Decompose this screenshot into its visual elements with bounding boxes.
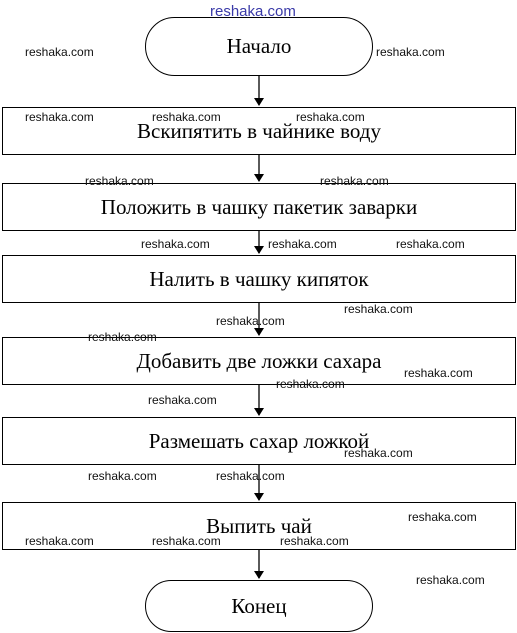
watermark: reshaka.com	[416, 573, 485, 587]
watermark: reshaka.com	[408, 510, 477, 524]
end-label: Конец	[231, 593, 287, 618]
step-label: Налить в чашку кипяток	[149, 266, 369, 291]
watermark: reshaka.com	[152, 110, 221, 124]
step-put-teabag: Положить в чашку пакетик заварки	[2, 183, 516, 231]
watermark-top: reshaka.com	[210, 3, 296, 20]
step-label: Размешать сахар ложкой	[148, 428, 370, 453]
watermark: reshaka.com	[344, 446, 413, 460]
step-stir-sugar: Размешать сахар ложкой	[2, 417, 516, 465]
step-drink-tea: Выпить чай	[2, 502, 516, 550]
watermark: reshaka.com	[396, 237, 465, 251]
step-add-sugar: Добавить две ложки сахара	[2, 337, 516, 385]
watermark: reshaka.com	[280, 534, 349, 548]
start-terminal: Начало	[145, 17, 373, 76]
step-boil-water: Вскипятить в чайнике воду	[2, 107, 516, 155]
watermark: reshaka.com	[216, 314, 285, 328]
end-terminal: Конец	[145, 580, 373, 632]
step-pour-water: Налить в чашку кипяток	[2, 255, 516, 303]
step-label: Вскипятить в чайнике воду	[137, 118, 381, 143]
watermark: reshaka.com	[25, 110, 94, 124]
watermark: reshaka.com	[148, 393, 217, 407]
step-label: Положить в чашку пакетик заварки	[100, 194, 418, 219]
watermark: reshaka.com	[296, 110, 365, 124]
watermark: reshaka.com	[152, 534, 221, 548]
watermark: reshaka.com	[376, 45, 445, 59]
watermark: reshaka.com	[25, 45, 94, 59]
watermark: reshaka.com	[88, 330, 157, 344]
watermark: reshaka.com	[344, 302, 413, 316]
watermark: reshaka.com	[404, 366, 473, 380]
watermark: reshaka.com	[216, 469, 285, 483]
watermark: reshaka.com	[85, 174, 154, 188]
step-label: Выпить чай	[206, 513, 312, 538]
watermark: reshaka.com	[276, 377, 345, 391]
watermark: reshaka.com	[141, 237, 210, 251]
start-label: Начало	[226, 34, 292, 58]
watermark: reshaka.com	[88, 469, 157, 483]
watermark: reshaka.com	[25, 534, 94, 548]
watermark: reshaka.com	[320, 174, 389, 188]
step-label: Добавить две ложки сахара	[136, 348, 382, 373]
watermark: reshaka.com	[268, 237, 337, 251]
